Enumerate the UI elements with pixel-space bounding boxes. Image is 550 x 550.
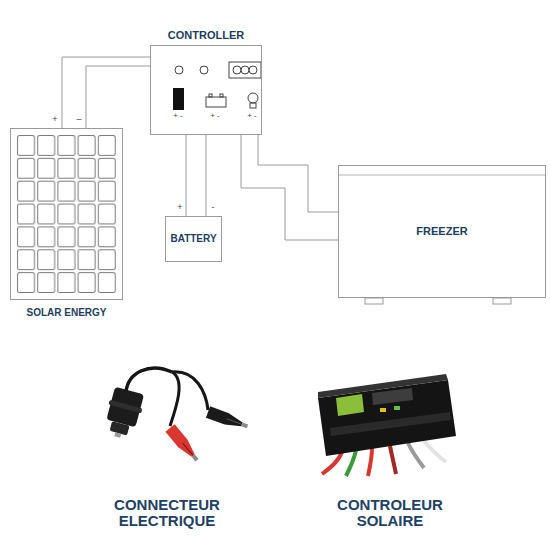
lighter-plug — [101, 386, 146, 441]
solar-cells — [16, 134, 117, 294]
terminal-block — [229, 62, 261, 78]
wire — [186, 135, 187, 216]
bulb-symbol — [248, 93, 258, 103]
terminal-polarity: + - — [242, 112, 262, 121]
wire — [408, 443, 424, 468]
indicator-led — [200, 66, 208, 74]
wire — [424, 441, 446, 462]
freezer-box: FREEZER — [338, 165, 546, 298]
wire — [368, 448, 372, 476]
indicator-led — [175, 66, 183, 74]
polarity-mark: – — [74, 115, 84, 125]
box-heading: CONTROLLER — [151, 29, 261, 42]
polarity-mark: - — [208, 203, 218, 213]
terminal-strip — [330, 412, 451, 436]
red-clip — [165, 424, 201, 464]
terminal-polarity: + - — [168, 112, 188, 121]
cable — [172, 372, 208, 410]
wire — [390, 446, 396, 474]
freezer-lid — [339, 175, 545, 176]
terminal-polarity: + - — [205, 112, 225, 121]
black-clip — [206, 406, 250, 432]
led — [380, 408, 386, 412]
controller-photo — [318, 374, 456, 476]
terminal-screw — [241, 66, 249, 74]
wire-pair — [62, 57, 150, 128]
wire — [86, 66, 150, 128]
cable — [126, 368, 172, 392]
battery-box: BATTERY — [165, 216, 222, 262]
panel-symbol — [173, 88, 184, 110]
controller-box: CONTROLLER — [150, 45, 262, 135]
freezer-foot — [365, 298, 383, 304]
box-heading: SOLAR ENERGY — [11, 307, 122, 319]
solar-panel: SOLAR ENERGY — [10, 128, 123, 300]
battery-terminal — [209, 94, 212, 97]
battery-terminal — [220, 94, 223, 97]
display — [372, 388, 413, 405]
controller-symbols — [173, 62, 261, 110]
wire — [241, 135, 338, 240]
freezer-details — [339, 175, 545, 304]
wire — [206, 135, 207, 216]
polarity-mark: + — [175, 203, 185, 213]
wire-pair — [241, 135, 338, 240]
bulb-base — [250, 103, 256, 108]
wire — [62, 57, 150, 128]
led — [394, 406, 400, 410]
connector-photo — [101, 368, 250, 464]
box-label: FREEZER — [416, 225, 467, 238]
photo-caption: CONTROLEUR SOLAIRE — [323, 497, 458, 529]
battery-symbol — [206, 97, 226, 107]
terminal-screw — [249, 66, 257, 74]
wire-pair — [186, 135, 206, 216]
photo-caption: CONNECTEUR ELECTRIQUE — [87, 497, 247, 529]
box-label: BATTERY — [170, 233, 216, 245]
freezer-foot — [493, 298, 511, 304]
cable — [170, 372, 179, 426]
brand-label — [336, 394, 364, 416]
terminal-screw — [233, 66, 241, 74]
wire — [346, 450, 356, 476]
polarity-mark: + — [50, 115, 60, 125]
wire — [322, 452, 342, 474]
wire — [258, 135, 338, 212]
